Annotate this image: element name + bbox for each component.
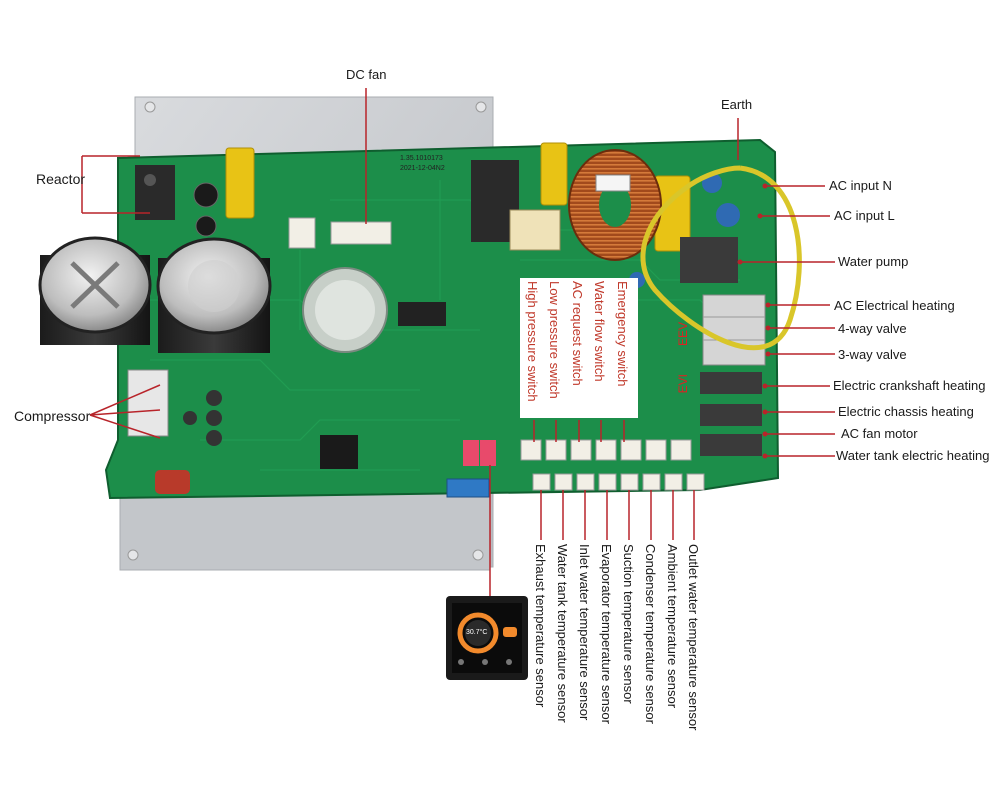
label-dc-fan: DC fan xyxy=(346,67,387,82)
label-evaporator-temperature-sensor: Evaporator temperature sensor xyxy=(599,544,614,724)
label-outlet-water-temperature-sensor: Outlet water temperature sensor xyxy=(686,544,701,731)
label-emergency-switch: Emergency switch xyxy=(615,281,630,387)
film-capacitor xyxy=(302,267,388,353)
label-ac-electrical-heating: AC Electrical heating xyxy=(834,298,955,313)
x2-capacitors xyxy=(225,142,691,252)
toroidal-choke xyxy=(568,149,662,261)
label-ac-fan-motor: AC fan motor xyxy=(841,426,918,441)
leader-arrowheads xyxy=(737,183,771,459)
label-high-pressure-switch: High pressure switch xyxy=(525,281,540,402)
red-connectors xyxy=(463,440,496,466)
leader-lines xyxy=(81,88,835,596)
label-water-tank-electric-heating: Water tank electric heating xyxy=(836,448,990,463)
label-earth: Earth xyxy=(721,97,753,112)
label-electric-chassis-heating: Electric chassis heating xyxy=(838,404,974,419)
label-low-pressure-switch: Low pressure switch xyxy=(547,281,562,399)
evi-marking: EVI xyxy=(676,374,690,394)
label-4-way-valve: 4-way valve xyxy=(838,321,907,336)
red-capacitor xyxy=(155,470,190,494)
label-ac-input-l: AC input L xyxy=(834,208,895,223)
board-date: 2021-12-04N2 xyxy=(400,165,445,172)
switch-connectors xyxy=(520,439,692,461)
part-number: 1.35.1010173 xyxy=(400,155,443,162)
label-ac-request-switch: AC request switch xyxy=(570,281,585,386)
label-exhaust-temperature-sensor: Exhaust temperature sensor xyxy=(533,544,548,708)
controller-temperature: 30.7°C xyxy=(466,629,488,636)
label-inlet-water-temperature-sensor: Inlet water temperature sensor xyxy=(577,544,592,721)
ac-terminal-block xyxy=(702,294,766,366)
label-water-flow-switch: Water flow switch xyxy=(592,281,607,382)
label-suction-temperature-sensor: Suction temperature sensor xyxy=(621,544,636,704)
mcu-chip xyxy=(320,435,358,469)
sensor-connectors xyxy=(532,473,705,491)
wired-controller xyxy=(446,596,528,680)
label-electric-crankshaft-heating: Electric crankshaft heating xyxy=(833,378,986,393)
transformer xyxy=(398,209,561,326)
blue-terminal xyxy=(446,478,490,498)
electrolytic-capacitors xyxy=(38,236,272,353)
label-water-tank-temperature-sensor: Water tank temperature sensor xyxy=(555,544,570,723)
label-condenser-temperature-sensor: Condenser temperature sensor xyxy=(643,544,658,724)
label-ac-input-n: AC input N xyxy=(829,178,892,193)
label-reactor: Reactor xyxy=(36,171,86,187)
reactor-connector xyxy=(135,165,219,237)
label-compressor: Compressor xyxy=(14,408,91,424)
label-ambient-temperature-sensor: Ambient temperature sensor xyxy=(665,544,680,709)
eev-marking: EEV xyxy=(676,322,690,347)
earth-wire xyxy=(640,165,802,351)
dc-fan-connector xyxy=(288,217,392,249)
relays xyxy=(471,160,762,456)
label-water-pump: Water pump xyxy=(838,254,909,269)
label-3-way-valve: 3-way valve xyxy=(838,347,907,362)
compressor-terminals xyxy=(127,369,222,446)
switch-label-panel xyxy=(520,278,638,418)
